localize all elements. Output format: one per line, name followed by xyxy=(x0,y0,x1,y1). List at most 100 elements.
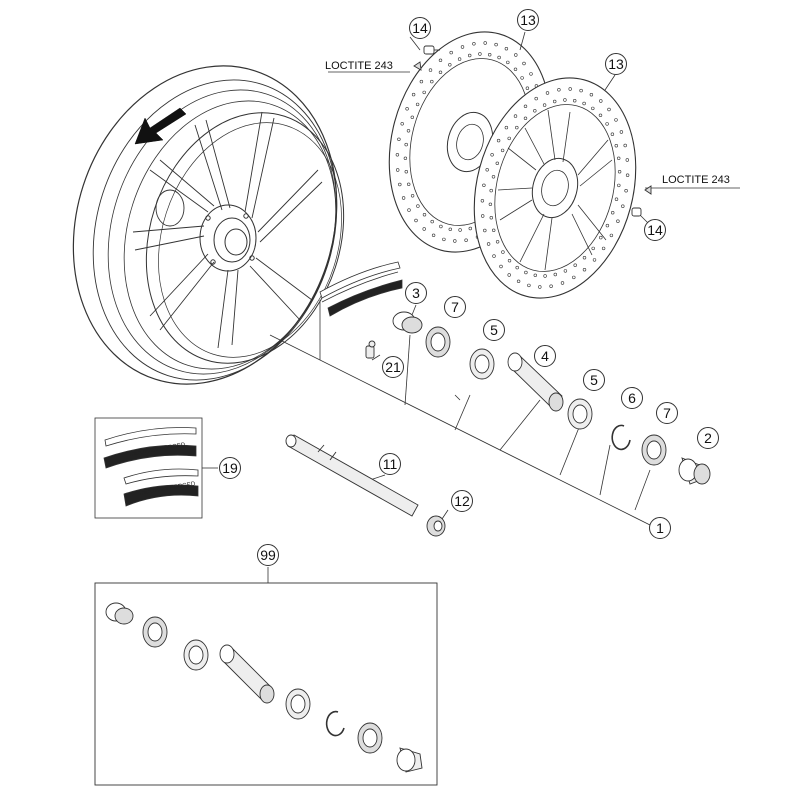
disc-hole xyxy=(405,107,409,111)
loctite-label-top: LOCTITE 243 xyxy=(325,60,393,72)
disc-hole xyxy=(395,153,400,157)
disc-hole xyxy=(486,242,491,246)
callout-number-14b: 14 xyxy=(647,222,663,238)
callout-circle-7b xyxy=(656,402,678,424)
disc-hole xyxy=(448,227,452,232)
callout-number-2: 2 xyxy=(704,430,712,446)
disc-hole xyxy=(457,57,462,61)
callout-circle-21 xyxy=(382,356,404,378)
disc-hole xyxy=(507,136,511,141)
callout-number-3: 3 xyxy=(412,285,420,301)
disc-hole xyxy=(605,122,609,126)
disc-hole xyxy=(601,246,606,251)
disc-hole xyxy=(523,104,528,109)
disc-hole xyxy=(468,226,472,231)
disc-hole xyxy=(415,102,420,107)
disc-hole xyxy=(410,194,415,198)
disc-hole xyxy=(542,103,547,107)
disc-hole xyxy=(605,223,610,228)
disc-hole xyxy=(617,183,621,188)
valve-21 xyxy=(365,340,376,359)
callout-number-99: 99 xyxy=(260,547,276,563)
disc-hole xyxy=(568,87,572,91)
disc-hole xyxy=(499,264,503,269)
disc-hole xyxy=(557,88,561,92)
disc-hole xyxy=(524,270,528,275)
disc-hole xyxy=(610,132,615,136)
disc-hole xyxy=(460,45,465,49)
disc-hole xyxy=(404,170,408,174)
disc-hole xyxy=(534,96,538,101)
disc-hole xyxy=(582,268,587,272)
disc-hole xyxy=(623,143,627,148)
disc-hole xyxy=(599,99,603,103)
callout-number-13a: 13 xyxy=(520,12,536,28)
bolt-14-top xyxy=(413,45,440,71)
disc-hole xyxy=(410,115,414,120)
spacer-tube-4 xyxy=(507,352,564,412)
callout-number-11: 11 xyxy=(383,456,398,472)
callout-circle-14b xyxy=(644,219,666,241)
disc-hole xyxy=(489,188,493,193)
disc-hole xyxy=(482,183,486,188)
disc-hole xyxy=(572,275,576,280)
disc-hole xyxy=(406,129,411,133)
callout-circle-99 xyxy=(257,544,279,566)
disc-hole xyxy=(563,269,568,273)
disc-hole xyxy=(616,219,620,223)
disc-hole xyxy=(397,137,401,142)
disc-hole xyxy=(545,91,550,95)
disc-hole xyxy=(582,256,587,260)
disc-hole xyxy=(458,228,462,232)
disc-hole xyxy=(591,106,595,111)
loctite-label-right: LOCTITE 243 xyxy=(662,174,730,186)
disc-hole xyxy=(453,239,457,243)
disc-hole xyxy=(579,88,583,93)
disc-hole xyxy=(523,116,528,121)
disc-hole xyxy=(625,158,629,162)
disc-hole xyxy=(430,79,434,84)
disc-hole xyxy=(506,60,510,65)
callout-circle-3 xyxy=(405,282,427,304)
disc-hole xyxy=(488,52,492,57)
disc-hole xyxy=(398,182,402,187)
disc-hole xyxy=(478,52,482,56)
disc-hole xyxy=(438,70,443,75)
disc-hole xyxy=(598,113,603,118)
disc-hole xyxy=(515,125,519,130)
bolt-14-right xyxy=(631,185,652,217)
disc-hole xyxy=(513,114,518,118)
callout-circle-5b xyxy=(583,369,605,391)
disc-hole xyxy=(609,233,614,238)
disc-hole xyxy=(468,53,472,58)
disc-hole xyxy=(492,254,496,258)
disc-hole xyxy=(543,274,547,278)
disc-hole xyxy=(591,246,595,251)
disc-hole xyxy=(472,42,476,46)
disc-hole xyxy=(495,161,499,166)
circlip-6 xyxy=(611,424,631,451)
disc-hole xyxy=(489,216,493,220)
callout-number-1: 1 xyxy=(656,520,664,536)
disc-hole xyxy=(430,219,434,224)
callout-number-7a: 7 xyxy=(451,299,459,315)
callout-circle-6 xyxy=(621,387,643,409)
disc-hole xyxy=(522,61,526,66)
disc-hole xyxy=(625,173,630,177)
disc-hole xyxy=(448,63,452,67)
disc-hole xyxy=(404,142,408,147)
callout-circle-12 xyxy=(451,490,473,512)
rim-decals xyxy=(319,261,403,317)
disc-hole xyxy=(494,42,498,47)
disc-hole xyxy=(500,148,505,153)
disc-hole xyxy=(533,109,537,113)
disc-hole xyxy=(614,197,619,201)
disc-hole xyxy=(401,196,406,200)
disc-hole xyxy=(407,182,411,187)
disc-hole xyxy=(614,118,618,122)
disc-hole xyxy=(504,46,509,51)
disc-hole xyxy=(589,92,594,97)
callout-circle-13b xyxy=(605,53,627,75)
disc-hole xyxy=(616,156,621,161)
disc-hole xyxy=(563,98,567,102)
